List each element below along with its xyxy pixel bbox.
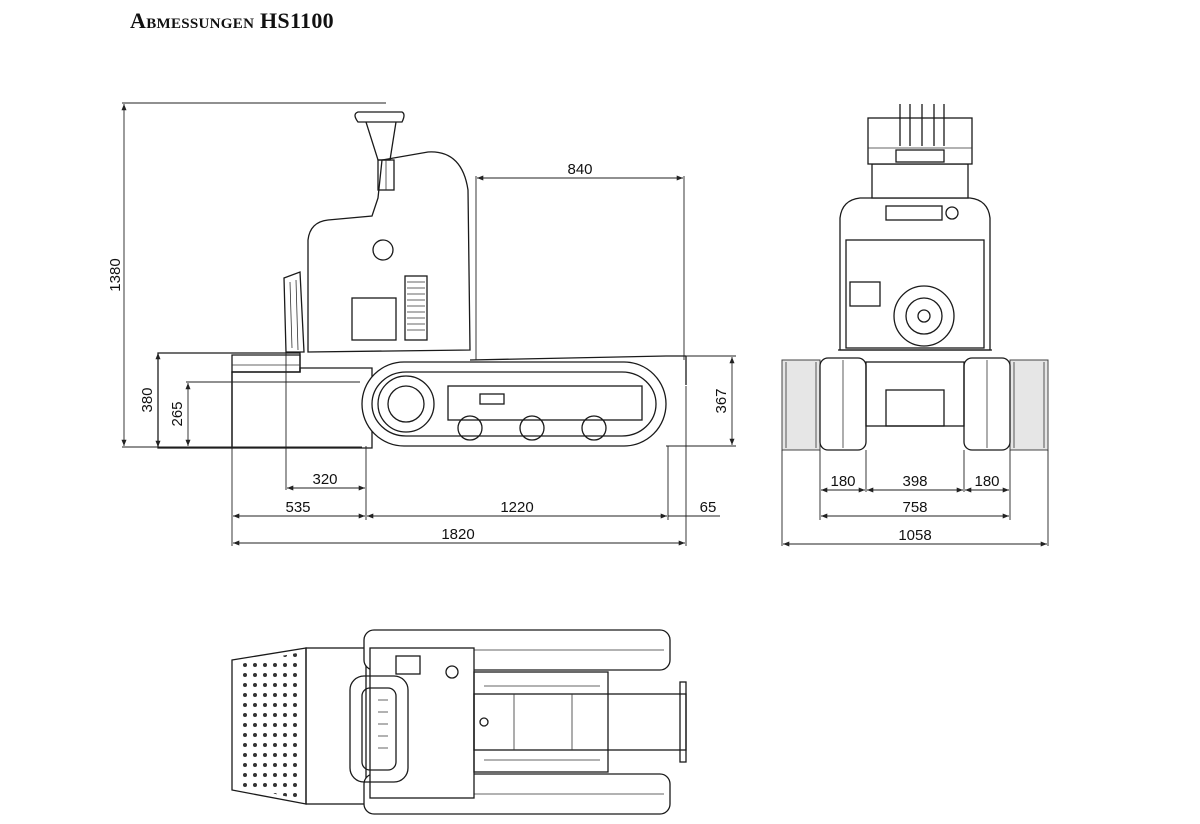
front-view-dimensions: 180 398 180 758 1058 [781, 450, 1049, 547]
dim-367-label: 367 [713, 388, 730, 413]
dim-1220-label: 1220 [500, 499, 533, 516]
dim-180-left-label: 180 [830, 473, 855, 490]
side-view [157, 111, 687, 449]
dim-1820-label: 1820 [441, 526, 474, 543]
dim-380-label: 380 [139, 387, 156, 412]
top-view [231, 629, 687, 815]
dim-320-label: 320 [312, 471, 337, 488]
dim-1058-label: 1058 [898, 527, 931, 544]
dim-265-label: 265 [169, 401, 186, 426]
dim-1380-label: 1380 [107, 258, 124, 291]
dim-398-label: 398 [902, 473, 927, 490]
front-view [781, 104, 1049, 451]
dim-65-label: 65 [700, 499, 717, 516]
side-view-dimensions: 1380 840 380 265 367 320 535 1220 65 [107, 102, 736, 546]
dim-840-label: 840 [567, 161, 592, 178]
dim-180-right-label: 180 [974, 473, 999, 490]
page-title: Abmessungen HS1100 [130, 8, 334, 33]
dim-535-label: 535 [285, 499, 310, 516]
dim-758-label: 758 [902, 499, 927, 516]
